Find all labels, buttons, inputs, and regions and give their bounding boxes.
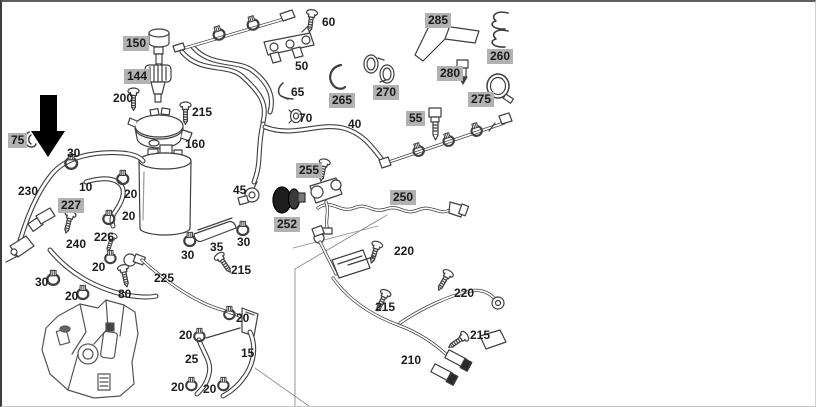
bracket-65: [277, 82, 294, 100]
element-144: [144, 64, 172, 103]
bracket-285: [414, 23, 480, 62]
part-number-35: 35: [210, 240, 224, 254]
part-number-40: 40: [348, 117, 362, 131]
part-callout-270[interactable]: 270: [373, 85, 400, 100]
high-pressure-pump-drawing: [41, 263, 139, 399]
filter-canister: [138, 139, 192, 236]
part-callout-265[interactable]: 265: [329, 93, 356, 108]
part-number-20: 20: [203, 382, 217, 396]
part-number-20: 20: [65, 289, 79, 303]
fuel-filter-group: [127, 28, 193, 236]
part-number-80: 80: [118, 287, 132, 301]
spacer-35-cluster: [183, 217, 250, 277]
return-pipe-assembly: [311, 224, 507, 386]
part-number-215: 215: [231, 263, 252, 277]
part-number-50: 50: [295, 59, 309, 73]
part-callout-227[interactable]: 227: [58, 198, 85, 213]
fitting-45: [237, 181, 260, 206]
part-callout-250[interactable]: 250: [390, 190, 417, 205]
part-callout-280[interactable]: 280: [437, 66, 464, 81]
clips-270: [363, 54, 395, 84]
part-number-215: 215: [470, 328, 491, 342]
part-number-230: 230: [18, 184, 39, 198]
part-number-20: 20: [122, 209, 136, 223]
part-callout-150[interactable]: 150: [123, 36, 150, 51]
pipe-225-group: [140, 258, 259, 399]
part-number-65: 65: [291, 85, 305, 99]
part-callout-255[interactable]: 255: [296, 163, 323, 178]
part-callout-285[interactable]: 285: [425, 13, 452, 28]
part-number-226: 226: [94, 230, 115, 244]
upper-hose-run: [179, 44, 386, 185]
part-number-20: 20: [236, 311, 250, 325]
part-callout-75[interactable]: 75: [8, 133, 28, 148]
part-number-20: 20: [179, 328, 193, 342]
part-number-15: 15: [241, 346, 255, 360]
construction-lines: [254, 214, 388, 406]
part-number-200: 200: [113, 91, 134, 105]
part-number-160: 160: [185, 137, 206, 151]
part-number-210: 210: [401, 353, 422, 367]
part-number-25: 25: [185, 352, 199, 366]
part-callout-260[interactable]: 260: [487, 49, 514, 64]
part-callout-55[interactable]: 55: [406, 111, 426, 126]
part-number-240: 240: [66, 237, 87, 251]
lower-fuel-rail: [378, 112, 513, 169]
part-callout-275[interactable]: 275: [468, 92, 495, 107]
damper-252: [272, 186, 306, 214]
part-number-30: 30: [35, 275, 49, 289]
part-callout-252[interactable]: 252: [274, 217, 301, 232]
part-number-215: 215: [375, 300, 396, 314]
part-number-20: 20: [171, 380, 185, 394]
part-number-215: 215: [192, 105, 213, 119]
part-number-10: 10: [79, 180, 93, 194]
part-number-60: 60: [322, 15, 336, 29]
grommet-70: [288, 108, 303, 124]
filter-cap-160: [127, 107, 193, 149]
part-number-30: 30: [237, 235, 251, 249]
part-number-45: 45: [233, 183, 247, 197]
part-number-225: 225: [154, 271, 175, 285]
part-callout-144[interactable]: 144: [124, 69, 151, 84]
part-number-30: 30: [67, 146, 81, 160]
sensor-55: [428, 107, 442, 141]
part-number-30: 30: [181, 248, 195, 262]
clips-260: [491, 11, 509, 48]
fuel-line-250: [316, 201, 470, 218]
highlight-arrow: [31, 95, 65, 157]
valve-255: [309, 157, 343, 235]
part-number-20: 20: [124, 187, 138, 201]
part-number-220: 220: [454, 286, 475, 300]
top-fuel-rail: [172, 9, 296, 53]
part-number-220: 220: [394, 244, 415, 258]
part-number-20: 20: [92, 260, 106, 274]
injector-cluster: [263, 25, 315, 64]
bracket-265: [329, 63, 347, 90]
left-hose-network: [5, 150, 159, 300]
part-number-70: 70: [299, 111, 313, 125]
